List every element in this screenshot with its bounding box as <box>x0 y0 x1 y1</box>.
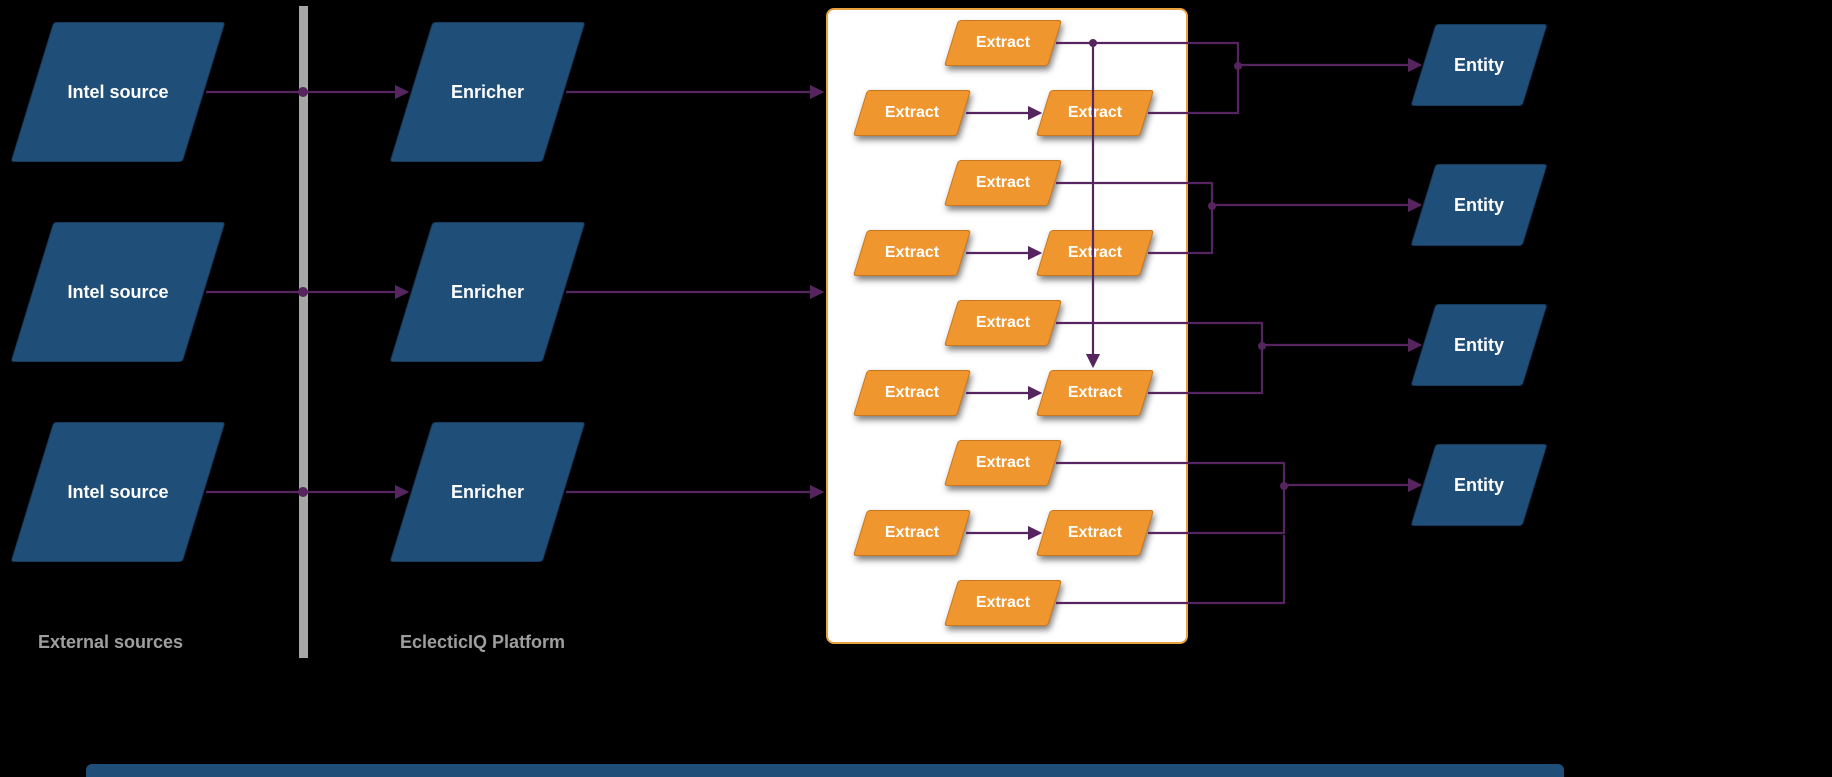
footer-bar <box>86 764 1564 777</box>
junction-dot <box>1280 482 1288 490</box>
enricher-node: Enricher <box>389 422 586 562</box>
extract-label: Extract <box>884 104 940 121</box>
extract-node: Extract <box>943 580 1063 626</box>
entity-node: Entity <box>1410 24 1548 106</box>
intel-source-label: Intel source <box>67 281 169 302</box>
extract-node: Extract <box>1035 230 1155 276</box>
extract-label: Extract <box>975 174 1031 191</box>
enricher-label: Enricher <box>450 81 525 102</box>
junction-dot <box>1234 62 1242 70</box>
entity-label: Entity <box>1453 474 1504 495</box>
extract-node: Extract <box>852 510 972 556</box>
extract-label: Extract <box>975 454 1031 471</box>
entity-node: Entity <box>1410 164 1548 246</box>
extract-node: Extract <box>943 20 1063 66</box>
extract-label: Extract <box>1067 104 1123 121</box>
intel-source-label: Intel source <box>67 481 169 502</box>
intel-source-node: Intel source <box>10 222 226 362</box>
extract-node: Extract <box>852 90 972 136</box>
intel-source-node: Intel source <box>10 422 226 562</box>
extract-node: Extract <box>1035 90 1155 136</box>
extract-label: Extract <box>1067 244 1123 261</box>
extract-node: Extract <box>943 160 1063 206</box>
enricher-node: Enricher <box>389 22 586 162</box>
lane-divider-bar <box>299 6 308 658</box>
extract-label: Extract <box>884 384 940 401</box>
lane-label-eclecticiq-platform: EclecticIQ Platform <box>400 632 566 652</box>
junction-dot <box>1208 202 1216 210</box>
lane-label-external-sources: External sources <box>38 632 184 652</box>
extract-label: Extract <box>975 594 1031 611</box>
intel-source-node: Intel source <box>10 22 226 162</box>
junction-dot <box>1258 342 1266 350</box>
entity-node: Entity <box>1410 444 1548 526</box>
entity-label: Entity <box>1453 334 1504 355</box>
entity-label: Entity <box>1453 54 1504 75</box>
extract-label: Extract <box>1067 384 1123 401</box>
extract-node: Extract <box>1035 370 1155 416</box>
extract-label: Extract <box>975 34 1031 51</box>
extract-label: Extract <box>884 524 940 541</box>
extract-label: Extract <box>1067 524 1123 541</box>
enricher-label: Enricher <box>450 281 525 302</box>
extract-node: Extract <box>852 230 972 276</box>
extract-node: Extract <box>943 440 1063 486</box>
enricher-label: Enricher <box>450 481 525 502</box>
extract-node: Extract <box>852 370 972 416</box>
intel-source-label: Intel source <box>67 81 169 102</box>
enricher-node: Enricher <box>389 222 586 362</box>
extract-label: Extract <box>884 244 940 261</box>
entity-label: Entity <box>1453 194 1504 215</box>
entity-node: Entity <box>1410 304 1548 386</box>
extract-node: Extract <box>943 300 1063 346</box>
extract-node: Extract <box>1035 510 1155 556</box>
extract-label: Extract <box>975 314 1031 331</box>
